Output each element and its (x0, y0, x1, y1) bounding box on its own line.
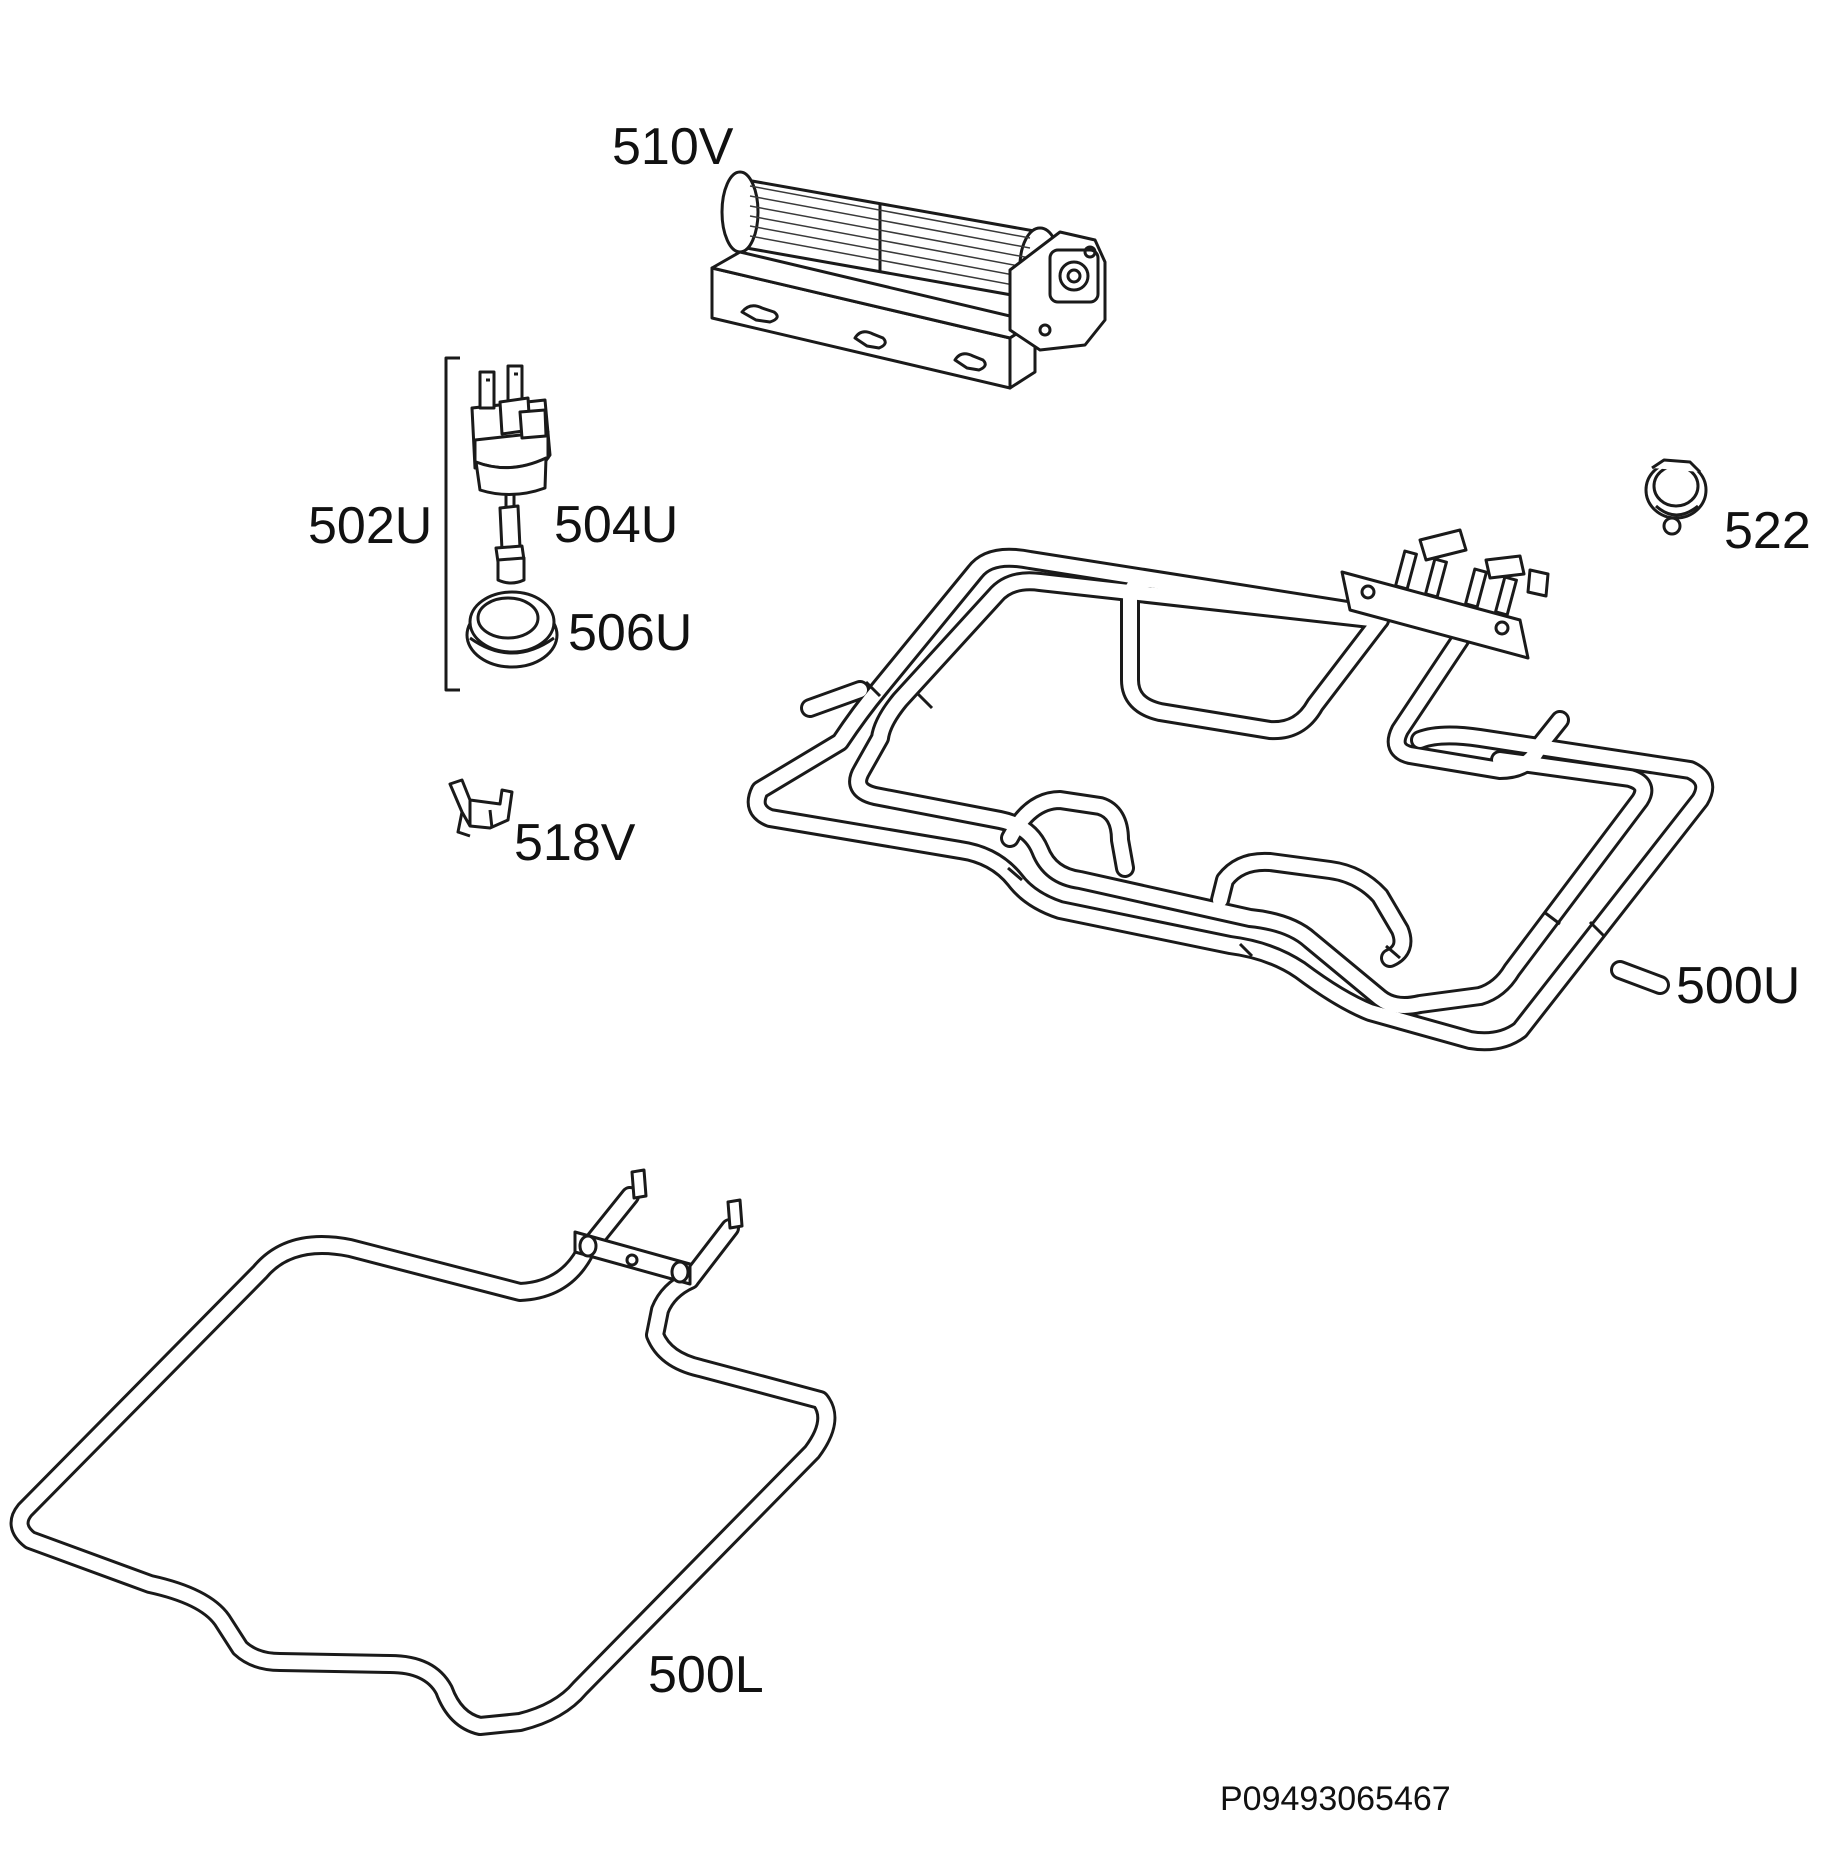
top-heating-element-drawing[interactable] (746, 528, 1715, 1052)
clip-drawing[interactable] (448, 778, 514, 838)
lamp-bulb-drawing[interactable] (494, 494, 526, 585)
label-lamp-bulb: 504U (554, 496, 678, 554)
label-lamp-group: 502U (308, 497, 432, 555)
drawing-number: P09493065467 (1220, 1780, 1451, 1818)
label-bottom-element: 500L (648, 1646, 764, 1704)
label-fan: 510V (612, 118, 734, 176)
label-nut: 522 (1724, 502, 1811, 560)
label-top-element: 500U (1676, 957, 1800, 1015)
label-clip: 518V (514, 814, 636, 872)
lamp-group-bracket (444, 356, 460, 692)
nut-drawing[interactable] (1644, 458, 1708, 536)
label-lamp-cover: 506U (568, 604, 692, 662)
bottom-heating-element-drawing[interactable] (9, 1168, 837, 1736)
tangential-fan-drawing[interactable] (710, 170, 1107, 390)
lamp-holder-drawing[interactable] (470, 364, 552, 497)
lamp-cover-drawing[interactable] (465, 590, 559, 669)
